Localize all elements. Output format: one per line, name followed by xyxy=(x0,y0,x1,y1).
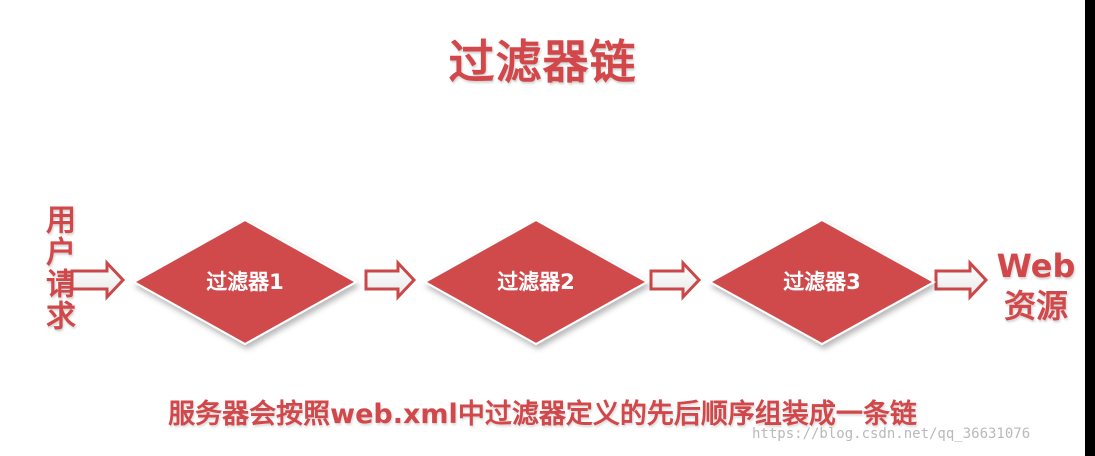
filter-1-label: 过滤器1 xyxy=(206,270,284,294)
arrow-filter1-to-filter2 xyxy=(364,259,417,301)
diagram-title: 过滤器链 xyxy=(448,35,637,89)
filter-2-diamond xyxy=(422,218,650,346)
arrow-filter3-to-resource xyxy=(934,259,989,301)
filter-2-label: 过滤器2 xyxy=(497,270,575,294)
filter-1-diamond xyxy=(131,218,359,346)
arrow-user-to-filter1 xyxy=(70,259,126,301)
filter-3-diamond xyxy=(707,218,937,346)
arrow-filter2-to-filter3 xyxy=(649,259,702,301)
web-resource-line2: 资源 xyxy=(1003,287,1068,325)
diagram-caption: 服务器会按照web.xml中过滤器定义的先后顺序组装成一条链 xyxy=(168,399,917,430)
filter-1-node: 过滤器1 xyxy=(131,218,359,346)
user-request-label: 用户请求 xyxy=(40,204,75,332)
filter-2-node: 过滤器2 xyxy=(422,218,650,346)
filter-3-node: 过滤器3 xyxy=(707,218,937,346)
filter-3-label: 过滤器3 xyxy=(783,270,861,294)
web-resource-label: Web 资源 xyxy=(994,246,1078,326)
watermark-url: https://blog.csdn.net/qq_36631076 xyxy=(752,426,1031,442)
web-resource-line1: Web xyxy=(996,247,1076,285)
right-edge-bar xyxy=(1085,0,1095,456)
